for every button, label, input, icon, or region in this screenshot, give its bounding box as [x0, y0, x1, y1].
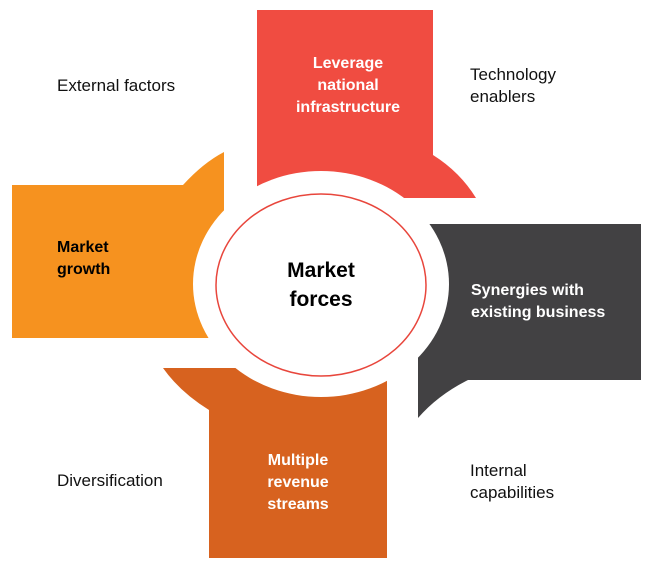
block-right-line: Synergies with: [471, 282, 584, 299]
block-top-line: Leverage: [312, 55, 384, 72]
block-left-label: Market growth: [57, 237, 110, 281]
center-label: Market forces: [226, 256, 416, 314]
block-left-line: growth: [57, 261, 111, 278]
block-bottom-shape: [163, 368, 387, 558]
label-line: Technology: [470, 65, 557, 84]
block-top-label: Leverage national infrastructure: [257, 53, 439, 119]
block-bottom-line: streams: [267, 496, 329, 513]
label-technology-enablers: Technology enablers: [470, 64, 556, 108]
block-right-line: existing business: [471, 304, 606, 321]
block-right-shape: [418, 224, 641, 418]
label-line: Internal: [470, 461, 527, 480]
center-circle: [215, 193, 427, 377]
block-top-line: national: [317, 77, 379, 94]
block-bottom-line: Multiple: [267, 452, 329, 469]
center-line-1: Market: [287, 259, 355, 282]
block-right-label: Synergies with existing business: [471, 280, 605, 324]
label-line: capabilities: [470, 483, 555, 502]
block-bottom-line: revenue: [267, 474, 329, 491]
center-line-2: forces: [289, 288, 353, 311]
label-internal-capabilities: Internal capabilities: [470, 460, 554, 504]
block-left-shape: [12, 152, 224, 338]
block-top-shape: [257, 10, 476, 198]
label-line: enablers: [470, 87, 536, 106]
block-top-line: infrastructure: [295, 99, 401, 116]
block-left-line: Market: [57, 239, 109, 256]
label-external-factors: External factors: [57, 76, 176, 95]
label-diversification: Diversification: [57, 471, 163, 490]
block-bottom-label: Multiple revenue streams: [209, 450, 387, 516]
